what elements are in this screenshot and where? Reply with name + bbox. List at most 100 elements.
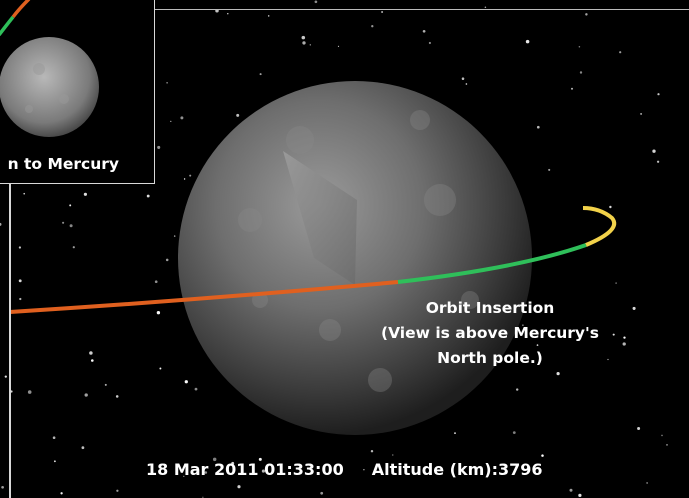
label-line-3: North pole.) [437, 349, 543, 367]
star [536, 125, 540, 129]
star [69, 224, 73, 228]
star [180, 116, 184, 120]
star [548, 168, 551, 171]
star [170, 120, 172, 123]
orbit-insertion-label: Orbit Insertion (View is above Mercury's… [355, 296, 625, 371]
star [301, 35, 306, 40]
star [60, 492, 63, 495]
sun-direction-wedge [283, 151, 357, 285]
orbit-path-yellow [582, 206, 617, 247]
star [381, 11, 384, 13]
star [146, 194, 150, 198]
star [569, 488, 573, 492]
star [10, 390, 13, 393]
star [54, 460, 56, 463]
star [661, 434, 663, 437]
star [236, 113, 240, 117]
star [619, 51, 622, 54]
inset-orbit-green [0, 15, 15, 37]
star [18, 246, 22, 249]
star [212, 457, 217, 462]
star [607, 358, 609, 361]
star [302, 41, 306, 45]
star [428, 41, 431, 45]
star [484, 6, 487, 9]
star [461, 77, 465, 80]
star [227, 13, 229, 15]
star [541, 454, 544, 457]
star [612, 333, 615, 336]
star [0, 222, 2, 226]
star [18, 279, 22, 283]
frame-line-vertical [9, 184, 11, 498]
star [609, 205, 612, 209]
star [570, 87, 574, 90]
star [189, 174, 192, 177]
star [522, 324, 524, 326]
star [237, 485, 241, 489]
star [536, 344, 539, 346]
star [337, 45, 340, 48]
star [320, 491, 324, 495]
star [84, 393, 88, 397]
altitude-readout: Altitude (km):3796 [371, 460, 543, 479]
star [371, 25, 374, 28]
star [157, 145, 161, 149]
star [166, 82, 168, 84]
star [164, 471, 167, 474]
star [4, 375, 7, 378]
star [183, 178, 186, 180]
star [422, 29, 426, 33]
star [104, 383, 107, 386]
star [666, 444, 668, 446]
star [19, 297, 22, 301]
star [1, 485, 4, 489]
star [183, 475, 185, 477]
star [623, 336, 626, 339]
star [116, 489, 119, 492]
star [62, 221, 65, 224]
star [72, 246, 75, 249]
star [637, 427, 641, 430]
star [154, 280, 158, 284]
star [165, 258, 169, 262]
star [184, 380, 188, 384]
star [454, 432, 456, 434]
inset-caption: n to Mercury [7, 155, 119, 173]
frame-line-horizontal [155, 9, 689, 10]
star [156, 311, 161, 315]
star [465, 83, 468, 85]
star [309, 44, 311, 46]
star [267, 15, 270, 17]
star [173, 235, 176, 237]
label-line-2: (View is above Mercury's [380, 324, 600, 342]
star [640, 112, 643, 115]
star [90, 359, 94, 362]
star [512, 431, 516, 434]
star [204, 471, 208, 474]
approach-inset: n to Mercury [0, 0, 155, 184]
star [516, 388, 519, 391]
star [23, 192, 26, 195]
star [314, 0, 318, 4]
star [115, 395, 119, 398]
star [652, 149, 656, 153]
orbit-path-orange [9, 280, 399, 314]
star-field [0, 0, 668, 498]
star [585, 13, 588, 16]
star [261, 469, 265, 473]
star [81, 446, 85, 450]
star [657, 93, 660, 96]
inset-graphic [0, 0, 99, 137]
star [632, 306, 636, 310]
star [656, 160, 660, 163]
star [259, 73, 262, 76]
orbit-path-green [397, 243, 587, 284]
star [69, 204, 72, 207]
inset-mercury [0, 37, 99, 137]
star [89, 351, 93, 355]
star [363, 468, 365, 471]
star [159, 367, 162, 370]
